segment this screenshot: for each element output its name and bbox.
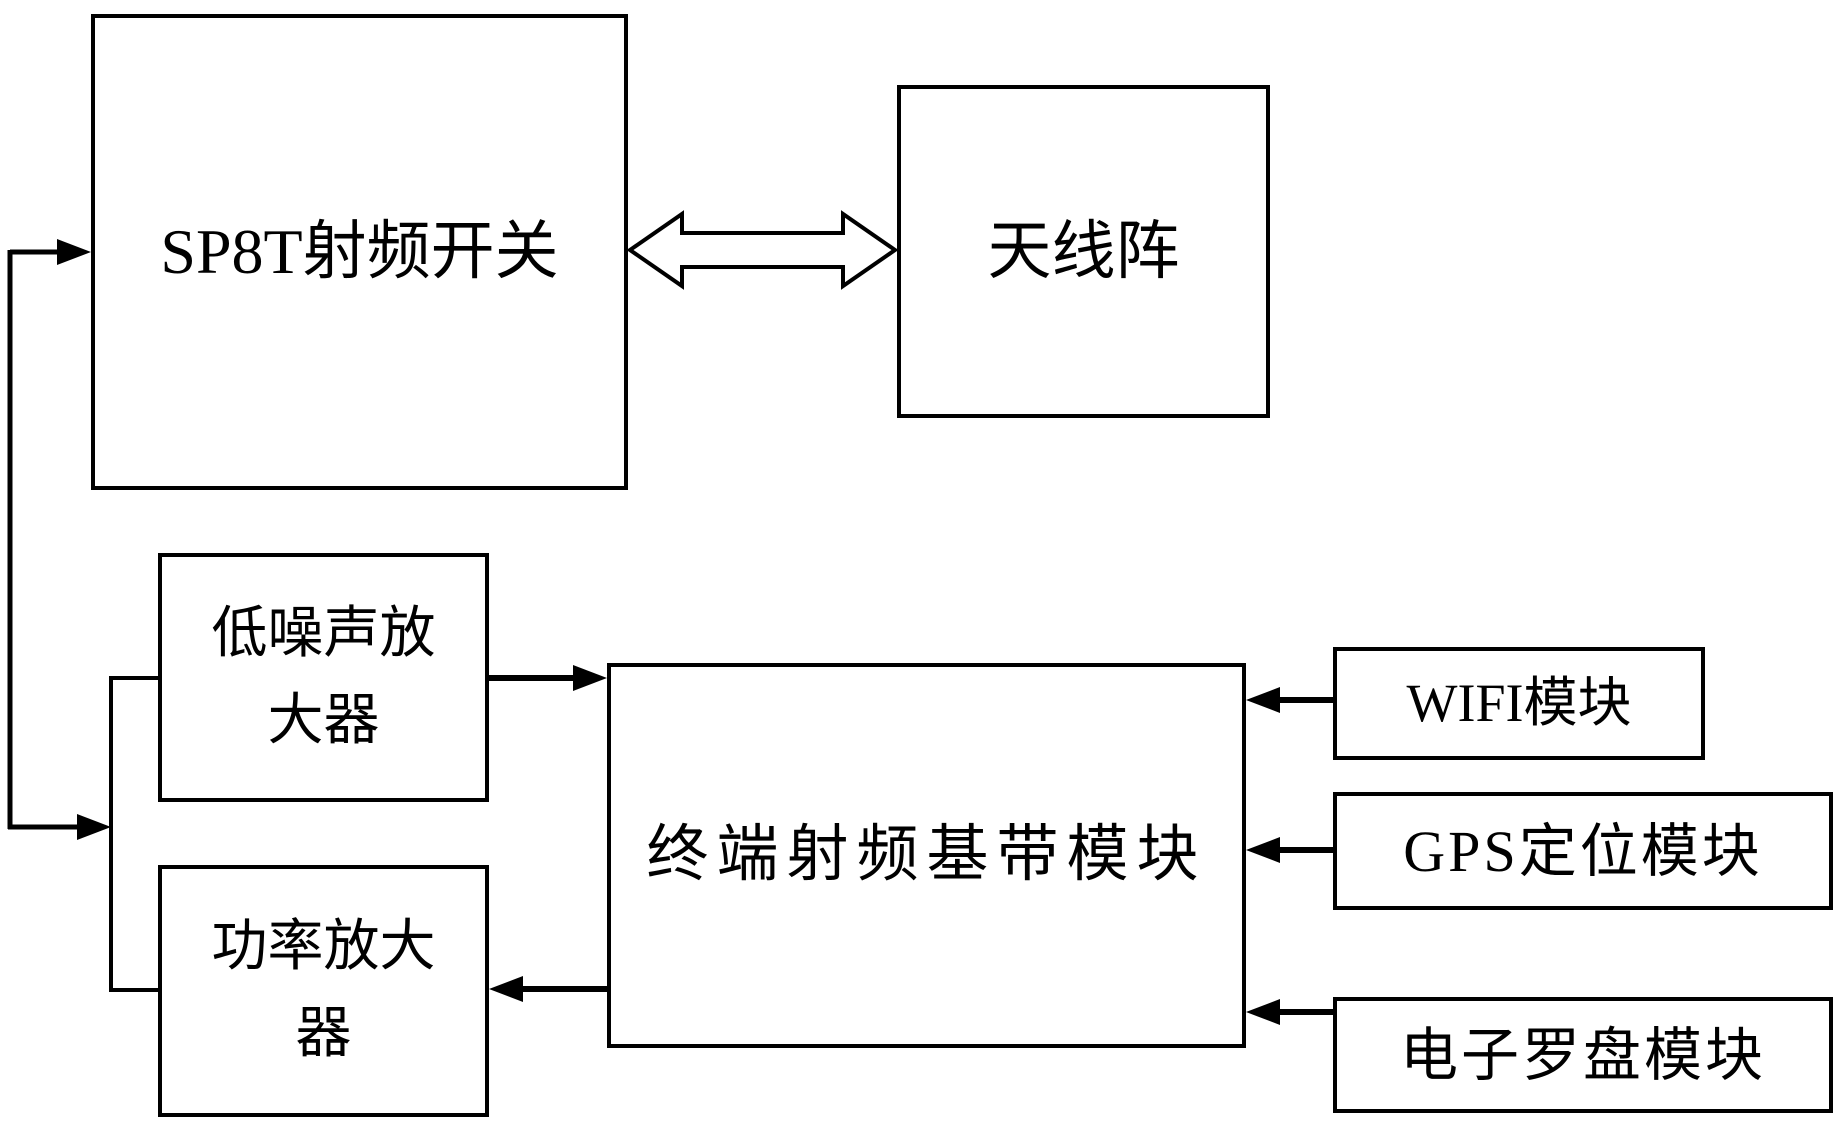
terminal-rf-baseband-module-label: 终端射频基带模块 — [646, 821, 1207, 889]
antenna-array-box: 天线阵 — [897, 85, 1270, 418]
arrow-wifi-to-baseband — [1246, 687, 1333, 713]
gps-positioning-module-label: GPS定位模块 — [1403, 818, 1763, 884]
sp8t-antenna-double-arrow — [626, 210, 899, 290]
arrow-lna-to-baseband — [489, 665, 607, 691]
sp8t-feed-polyline — [7, 239, 111, 840]
wifi-module-label: WIFI模块 — [1406, 673, 1632, 733]
low-noise-amplifier-label-line1: 低噪声放 — [211, 602, 436, 665]
arrow-compass-to-baseband — [1246, 999, 1333, 1025]
gps-positioning-module-box: GPS定位模块 — [1333, 792, 1833, 910]
arrowhead-into-junction — [77, 814, 111, 840]
electronic-compass-module-box: 电子罗盘模块 — [1333, 997, 1833, 1113]
sp8t-rf-switch-label: SP8T射频开关 — [160, 216, 559, 287]
antenna-array-label: 天线阵 — [987, 215, 1180, 287]
arrowhead-into-sp8t — [57, 239, 91, 265]
electronic-compass-module-label: 电子罗盘模块 — [1399, 1022, 1766, 1088]
amplifier-junction-lines — [109, 676, 158, 992]
arrow-gps-to-baseband — [1246, 837, 1333, 863]
wifi-module-box: WIFI模块 — [1333, 647, 1705, 760]
arrow-baseband-to-pa — [489, 976, 607, 1002]
low-noise-amplifier-label-line2: 大器 — [267, 689, 380, 752]
sp8t-rf-switch-box: SP8T射频开关 — [91, 14, 628, 490]
low-noise-amplifier-box: 低噪声放 大器 — [158, 553, 489, 802]
power-amplifier-box: 功率放大 器 — [158, 865, 489, 1117]
terminal-rf-baseband-module-box: 终端射频基带模块 — [607, 663, 1246, 1048]
power-amplifier-label-line2: 器 — [295, 1003, 352, 1065]
power-amplifier-label-line1: 功率放大 — [211, 916, 436, 979]
